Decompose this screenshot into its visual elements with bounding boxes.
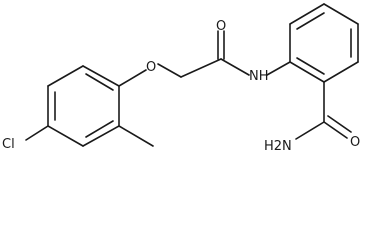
ch2-co-bond	[180, 58, 222, 78]
c-o-bond	[118, 69, 147, 87]
molecule-drawing: Cl O O NH H2N O	[2, 3, 360, 154]
atom-label-amide-oxygen: O	[350, 135, 360, 150]
amide-double-bond-a	[323, 121, 348, 139]
o-ch2-bond	[157, 63, 182, 78]
co-nh-bond	[220, 58, 250, 76]
nh-ring-bond	[266, 61, 291, 76]
benzamide-ring	[289, 3, 359, 83]
amide-c-n-bond	[295, 121, 325, 140]
chlorophenyl-ring	[47, 65, 120, 147]
atom-label-ether-oxygen: O	[146, 60, 156, 75]
atom-label-h2n: H2N	[264, 139, 292, 154]
structure-diagram: Cl O O NH H2N O	[2, 3, 360, 154]
atom-label-chlorine: Cl	[2, 137, 15, 152]
atom-label-carbonyl-oxygen: O	[216, 19, 226, 34]
methyl-bond	[118, 125, 154, 147]
c-cl-bond	[25, 125, 49, 141]
amide-double-bond-b	[327, 115, 352, 133]
atom-label-nh: NH	[249, 69, 269, 84]
